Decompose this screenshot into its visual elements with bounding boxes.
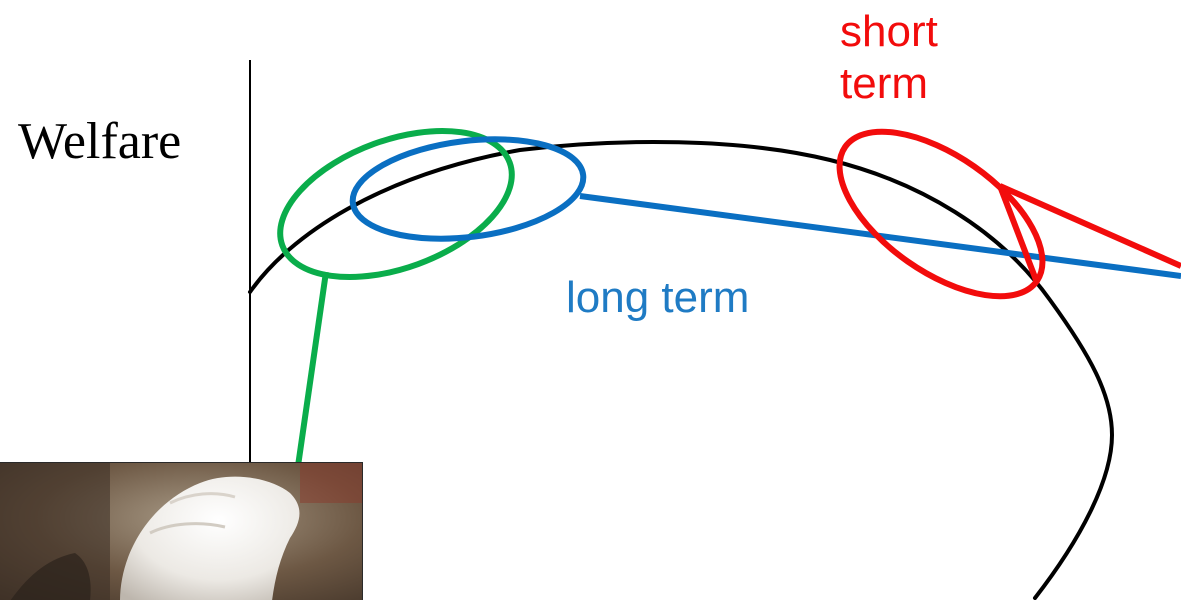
- long-term-label: long term: [566, 273, 750, 322]
- short-term-line-upper: [998, 183, 1181, 269]
- welfare-curve: [248, 139, 1115, 600]
- short-term-line-lower: [997, 184, 1039, 282]
- white-bird-photo-icon: [0, 463, 362, 600]
- bird-photo: [0, 462, 363, 600]
- blue-ellipse: [349, 136, 587, 242]
- red-ellipse: [836, 128, 1046, 300]
- green-pointer-line: [295, 271, 329, 467]
- green-ellipse: [277, 127, 515, 281]
- y-axis-label: Welfare: [18, 113, 182, 170]
- short-term-label-line1: short: [840, 7, 938, 56]
- short-term-label-line2: term: [840, 59, 928, 108]
- short-term-label: short term: [840, 6, 938, 110]
